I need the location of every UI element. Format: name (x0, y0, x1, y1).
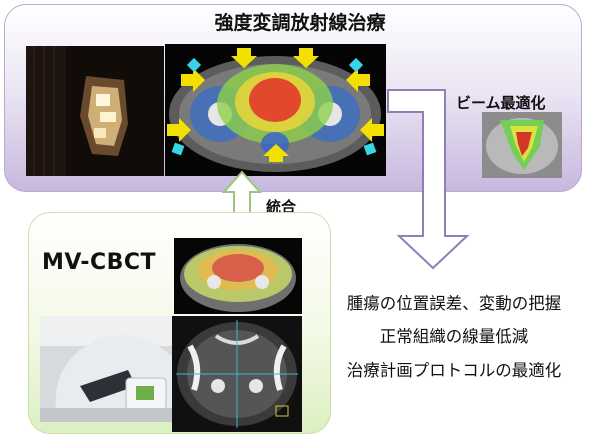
integration-label: 統合 (266, 198, 297, 216)
linac-collimator-photo (26, 46, 164, 176)
beam-optimization-label: ビーム最適化 (456, 94, 546, 112)
imrt-dose-ct-image (165, 44, 386, 176)
outcome-item-3: 治療計画プロトコルの最適化 (346, 361, 562, 380)
imrt-title: 強度変調放射線治療 (214, 12, 386, 34)
cbct-title: MV-CBCT (42, 250, 157, 275)
mv-cbct-slice-image (172, 316, 302, 432)
outcome-item-2: 正常組織の線量低減 (379, 327, 529, 346)
flow-down-arrow (387, 89, 470, 270)
outcome-item-1: 腫瘍の位置誤差、変動の把握 (346, 294, 562, 313)
treatment-machine-photo (40, 316, 172, 422)
beam-optimization-thumbnail (482, 112, 562, 178)
cbct-dose-overlay-image (174, 238, 302, 314)
